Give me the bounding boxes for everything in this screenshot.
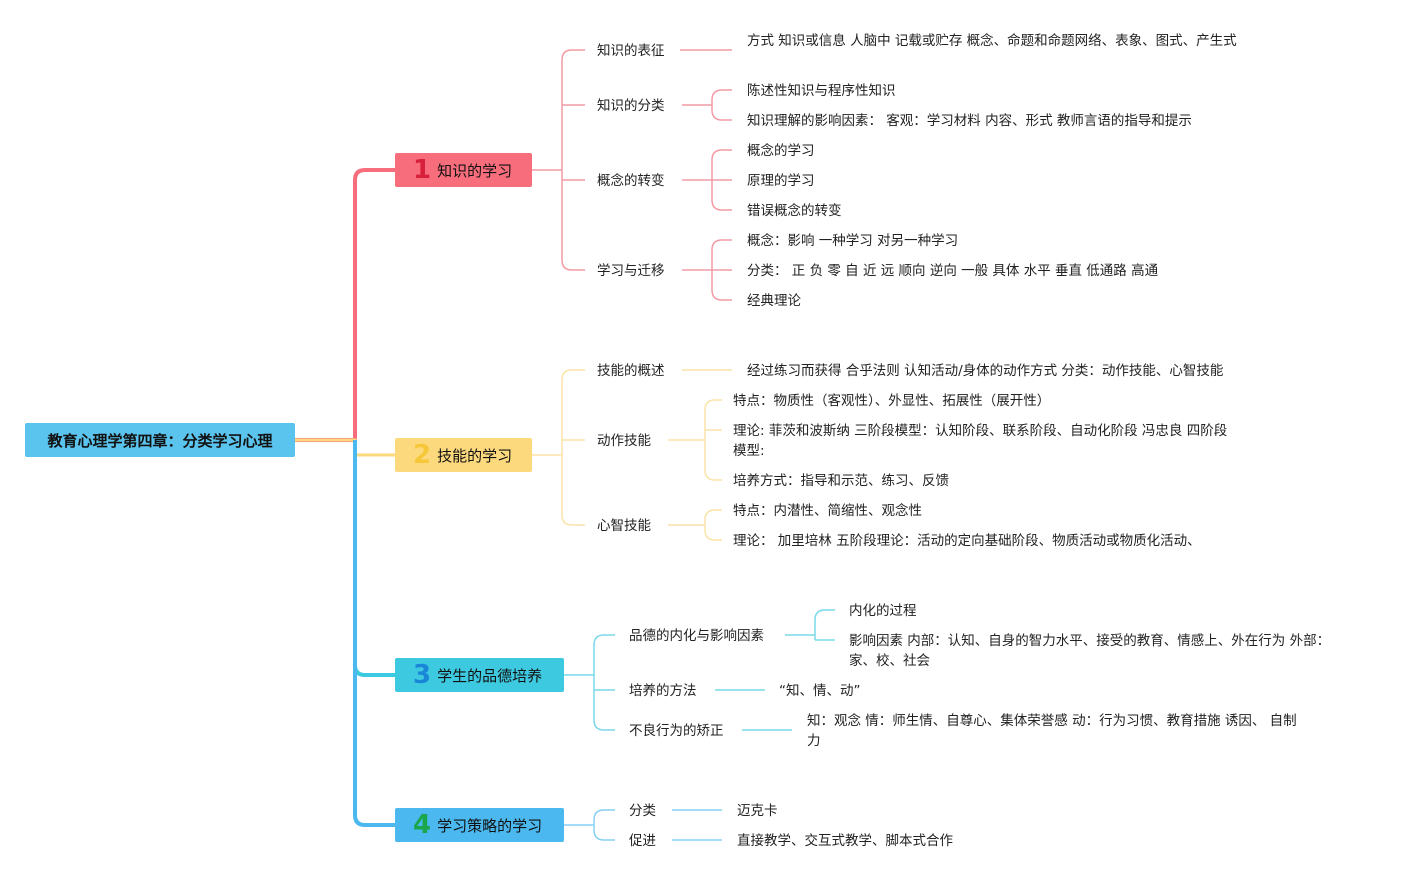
subtopic-cultivation-methods[interactable]: 培养的方法 (629, 683, 697, 699)
leaf-text[interactable]: 概念的学习 (747, 143, 815, 159)
leaf-text[interactable]: 影响因素 内部：认知、自身的智力水平、接受的教育、情感上、外在行为 外部：家、校… (849, 633, 1331, 669)
branch-number-2: 2 (413, 440, 432, 470)
leaf-text[interactable]: 知识理解的影响因素： 客观：学习材料 内容、形式 教师言语的指导和提示 (747, 113, 1192, 129)
subtopic-promotion[interactable]: 促进 (629, 833, 656, 849)
branch-number-4: 4 (413, 810, 432, 840)
leaf-text[interactable]: 经典理论 (747, 293, 801, 309)
root-topic-label: 教育心理学第四章：分类学习心理 (47, 431, 273, 450)
connector (682, 89, 732, 121)
subtopic-motor-skill[interactable]: 动作技能 (597, 433, 651, 449)
leaf-text[interactable]: 理论： 加里培林 五阶段理论：活动的定向基础阶段、物质活动或物质化活动、 (733, 533, 1201, 549)
connector (682, 239, 732, 301)
subtopic-bad-behavior-correction[interactable]: 不良行为的矫正 (629, 723, 724, 739)
connector (561, 49, 585, 271)
branch-skill-learning[interactable]: 2 技能的学习 (395, 438, 532, 472)
subtopic-skill-overview[interactable]: 技能的概述 (597, 363, 665, 379)
branch-strategy-learning[interactable]: 4 学习策略的学习 (395, 808, 564, 842)
leaf-text[interactable]: 方式 知识或信息 人脑中 记载或贮存 概念、命题和命题网络、表象、图式、产生式 (747, 33, 1237, 49)
connector (593, 634, 615, 731)
leaf-text[interactable]: 经过练习而获得 合乎法则 认知活动/身体的动作方式 分类：动作技能、心智技能 (747, 363, 1224, 379)
leaf-text[interactable]: 概念：影响 一种学习 对另一种学习 (747, 233, 959, 249)
leaf-text[interactable]: 陈述性知识与程序性知识 (747, 83, 896, 99)
branch-moral-cultivation[interactable]: 3 学生的品德培养 (395, 658, 564, 692)
connector (668, 399, 722, 481)
connector (668, 509, 722, 541)
trunk-line-4 (353, 440, 395, 827)
leaf-text[interactable]: 内化的过程 (849, 603, 917, 619)
leaf-text[interactable]: 分类： 正 负 零 自 近 远 顺向 逆向 一般 具体 水平 垂直 低通路 高通 (747, 263, 1159, 279)
subtopic-mental-skill[interactable]: 心智技能 (597, 518, 651, 534)
branch-knowledge-learning[interactable]: 1 知识的学习 (395, 153, 532, 187)
leaf-text[interactable]: 培养方式：指导和示范、练习、反馈 (733, 473, 949, 489)
trunk-line-1 (295, 168, 395, 442)
root-topic[interactable]: 教育心理学第四章：分类学习心理 (25, 423, 295, 457)
subtopic-classification[interactable]: 分类 (629, 803, 656, 819)
connector (682, 149, 732, 211)
leaf-text[interactable]: 错误概念的转变 (747, 203, 842, 219)
branch-number-1: 1 (413, 155, 432, 185)
branch-label: 学习策略的学习 (437, 816, 543, 835)
branch-label: 知识的学习 (437, 161, 513, 180)
subtopic-concept-change[interactable]: 概念的转变 (597, 173, 665, 189)
connector (785, 609, 835, 641)
trunk-line-3 (353, 440, 395, 677)
subtopic-knowledge-representation[interactable]: 知识的表征 (597, 43, 665, 59)
leaf-text[interactable]: 原理的学习 (747, 173, 815, 189)
connector (561, 369, 585, 526)
leaf-text[interactable]: 特点：内潜性、简缩性、观念性 (733, 503, 922, 519)
branch-number-3: 3 (413, 660, 432, 690)
leaf-text[interactable]: 理论: 菲茨和波斯纳 三阶段模型：认知阶段、联系阶段、自动化阶段 冯忠良 四阶段… (733, 423, 1228, 459)
leaf-text[interactable]: 知：观念 情：师生情、自尊心、集体荣誉感 动：行为习惯、教育措施 诱因、 自制力 (807, 713, 1297, 749)
trunk-line-2 (295, 438, 395, 457)
leaf-text[interactable]: 直接教学、交互式教学、脚本式合作 (737, 833, 953, 849)
leaf-text[interactable]: 特点：物质性（客观性）、外显性、拓展性（展开性） (733, 393, 1051, 409)
leaf-text[interactable]: “知、情、动” (779, 683, 861, 699)
leaf-text[interactable]: 迈克卡 (737, 803, 778, 819)
subtopic-knowledge-classification[interactable]: 知识的分类 (597, 98, 665, 114)
connector (593, 809, 615, 841)
subtopic-moral-internalization[interactable]: 品德的内化与影响因素 (629, 628, 764, 644)
branch-label: 学生的品德培养 (437, 666, 543, 685)
subtopic-learning-transfer[interactable]: 学习与迁移 (597, 263, 665, 279)
branch-label: 技能的学习 (437, 446, 513, 465)
